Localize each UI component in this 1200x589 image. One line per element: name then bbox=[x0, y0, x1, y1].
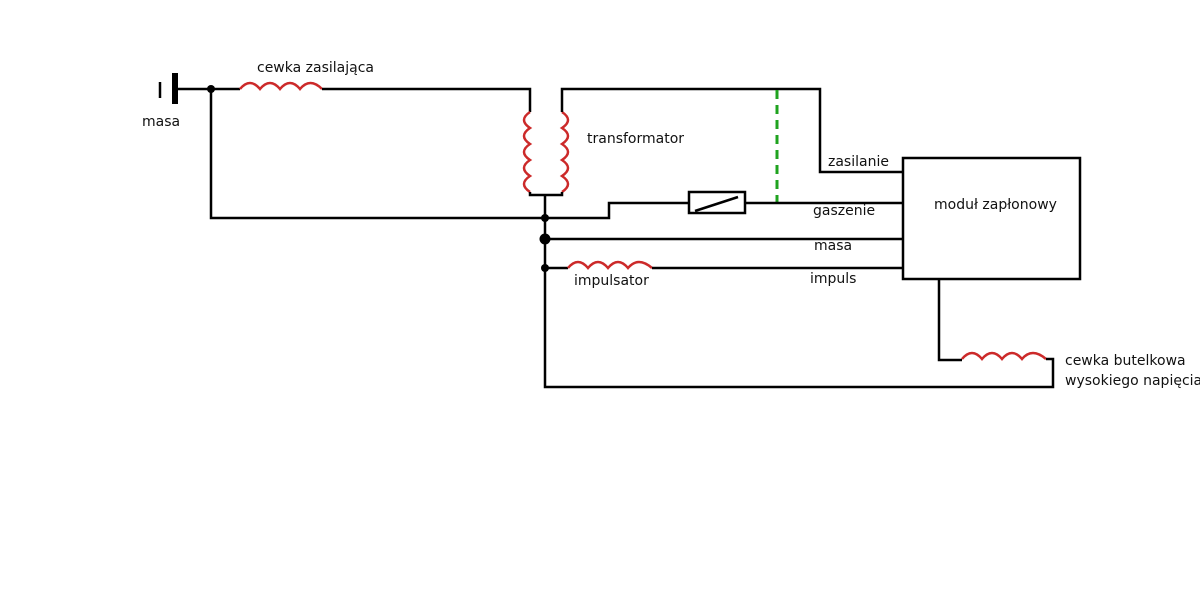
supply-line-label: zasilanie bbox=[828, 154, 889, 170]
supply-coil-label: cewka zasilająca bbox=[257, 60, 374, 76]
hv-coil-label-line1: cewka butelkowa bbox=[1065, 353, 1186, 369]
wire-supply-coil-to-transformer bbox=[322, 87, 532, 112]
pulser-label: impulsator bbox=[574, 273, 649, 289]
pulse-line-label: impuls bbox=[810, 271, 856, 287]
ground-line-label: masa bbox=[814, 238, 852, 254]
transformer-primary-coil bbox=[522, 110, 533, 194]
ignition-module-box bbox=[901, 156, 1082, 281]
wire-supply-line bbox=[560, 87, 903, 174]
kill-line-label: gaszenie bbox=[813, 203, 875, 219]
wire-central-bus bbox=[543, 195, 1055, 389]
wire-left-return bbox=[209, 89, 545, 220]
transformer-label: transformator bbox=[587, 131, 684, 147]
wire-kill-line-left bbox=[545, 201, 689, 220]
transformer-secondary-coil bbox=[559, 110, 570, 194]
supply-coil bbox=[239, 81, 323, 91]
wire-module-to-hv-coil bbox=[937, 279, 962, 362]
ignition-module-label: moduł zapłonowy bbox=[934, 197, 1057, 213]
wire-hv-coil-end bbox=[1046, 357, 1055, 364]
junction-dot-top bbox=[541, 214, 549, 222]
hv-coil bbox=[961, 351, 1047, 361]
pulser-coil bbox=[567, 260, 653, 270]
hv-coil-label-line2: wysokiego napięcia bbox=[1065, 373, 1200, 389]
transformer-bottom-wire bbox=[528, 192, 564, 197]
kill-switch-contact bbox=[694, 195, 739, 213]
ground-label: masa bbox=[142, 114, 180, 130]
